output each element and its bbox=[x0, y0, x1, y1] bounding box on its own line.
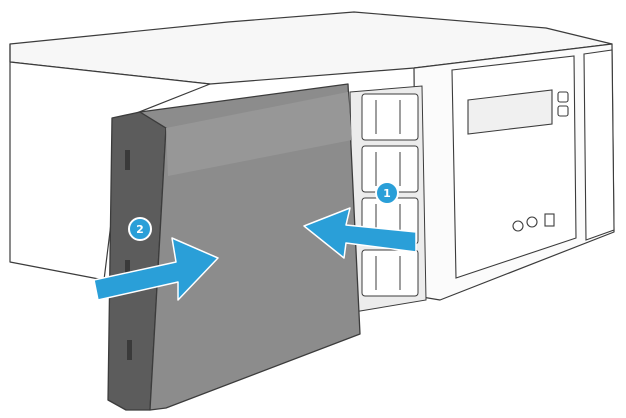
front-cover-panel bbox=[107, 83, 361, 411]
usb-port-icon bbox=[544, 213, 555, 227]
control-panel-face bbox=[451, 55, 577, 279]
drive-tray bbox=[361, 93, 419, 141]
cover-clip bbox=[127, 340, 132, 360]
power-button-icon bbox=[512, 220, 524, 232]
lcd-display bbox=[467, 89, 553, 135]
badge-circle bbox=[128, 217, 152, 241]
lcd-button bbox=[557, 91, 569, 103]
reset-button-icon bbox=[526, 216, 538, 228]
step-1-arrow bbox=[303, 207, 417, 259]
lcd-button bbox=[557, 105, 569, 117]
step-number-2: 2 bbox=[136, 223, 144, 236]
arrow-1-shape bbox=[303, 207, 417, 259]
badge-circle bbox=[375, 181, 399, 205]
arrow-2-shape bbox=[93, 237, 219, 301]
step-number-1: 1 bbox=[383, 187, 391, 200]
cover-panel-highlight bbox=[166, 92, 352, 176]
cover-clip bbox=[125, 150, 130, 170]
step-badge-2: 2 bbox=[128, 217, 152, 241]
step-badge-1: 1 bbox=[375, 181, 399, 205]
chassis-side-rail bbox=[583, 49, 615, 241]
drive-tray bbox=[361, 249, 419, 297]
step-2-arrow bbox=[93, 237, 219, 301]
front-control-panel bbox=[451, 49, 615, 279]
cover-clip bbox=[125, 260, 130, 280]
